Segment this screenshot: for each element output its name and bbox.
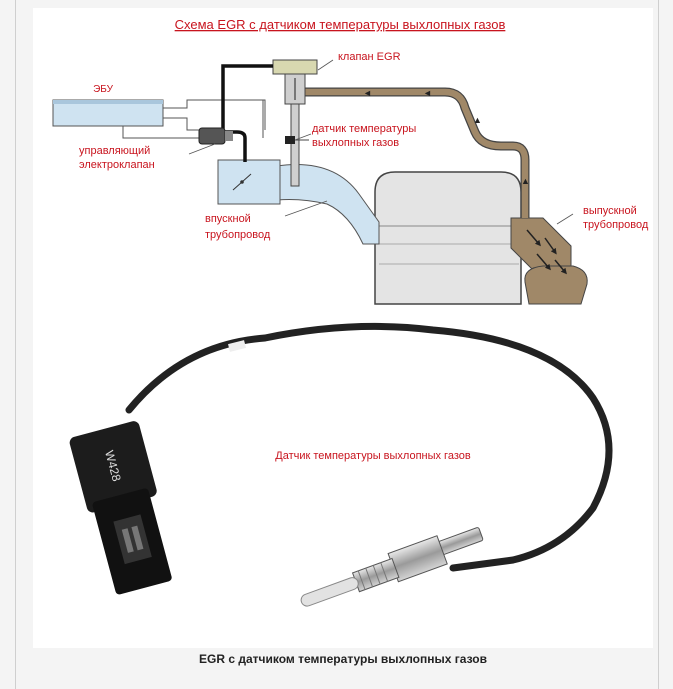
svg-text:▲: ▲ <box>521 176 530 186</box>
sensor-probe <box>300 527 484 607</box>
control-solenoid <box>198 127 233 145</box>
ecu-box: ЭБУ <box>52 84 164 127</box>
solenoid-label-line2: электроклапан <box>79 159 155 171</box>
figure-caption: EGR с датчиком температуры выхлопных газ… <box>199 652 487 666</box>
exhaust-manifold <box>510 217 588 305</box>
diagram-title: Схема EGR с датчиком температуры выхлопн… <box>175 17 506 32</box>
ecu-label: ЭБУ <box>93 84 114 95</box>
intake-manifold <box>217 159 380 245</box>
image-panel: Схема EGR с датчиком температуры выхлопн… <box>33 8 653 648</box>
wiring <box>122 99 266 139</box>
intake-label-line2: трубопровод <box>205 229 271 241</box>
svg-text:◄: ◄ <box>423 88 432 98</box>
egr-return-pipe: ◄ ◄ ▲ ▲ <box>299 87 530 218</box>
sensor-connector: W428 <box>69 421 172 595</box>
solenoid-label-line1: управляющий <box>79 145 150 157</box>
right-border-line <box>658 0 659 689</box>
leader-lines <box>188 59 574 225</box>
sensor-label-line1: датчик температуры <box>312 123 416 135</box>
photo-sensor-label: Датчик температуры выхлопных газов <box>275 450 471 462</box>
egr-diagram: Схема EGR с датчиком температуры выхлопн… <box>52 17 649 607</box>
left-border-line <box>15 0 16 689</box>
sensor-cable <box>125 322 613 572</box>
exhaust-label-line2: трубопровод <box>583 219 649 231</box>
intake-label-line1: впускной <box>205 213 251 225</box>
svg-text:◄: ◄ <box>363 88 372 98</box>
exhaust-temp-sensor-symbol <box>285 136 309 144</box>
egr-valve <box>272 59 318 187</box>
sensor-label-line2: выхлопных газов <box>312 137 399 149</box>
exhaust-label-line1: выпускной <box>583 205 637 217</box>
egr-valve-label: клапан EGR <box>338 51 401 63</box>
engine-block <box>374 171 522 305</box>
svg-text:▲: ▲ <box>473 115 482 125</box>
